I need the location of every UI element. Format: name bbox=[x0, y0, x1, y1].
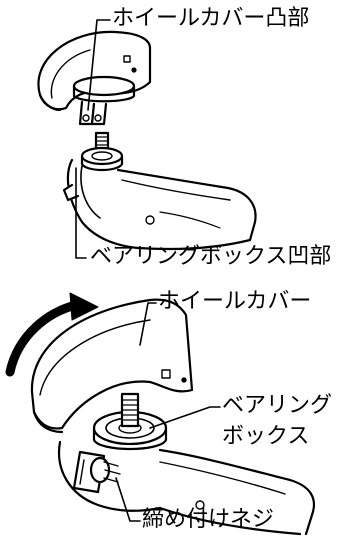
leader-wheel-cover bbox=[139, 302, 157, 346]
top-wheel-cover bbox=[37, 30, 152, 112]
label-wheel-cover: ホイールカバー bbox=[158, 289, 312, 314]
top-grinder-body bbox=[62, 158, 257, 251]
leader-clamp-screw bbox=[115, 477, 141, 522]
leader-wheel-cover-protrusion bbox=[87, 19, 111, 111]
label-bearing-box-line2: ボックス bbox=[222, 424, 310, 449]
bottom-wheel-cover bbox=[30, 298, 194, 434]
label-wheel-cover-protrusion: ホイールカバー凸部 bbox=[112, 6, 310, 31]
label-bearing-box-line1: ベアリング bbox=[222, 393, 333, 418]
label-clamp-screw: 締め付けネジ bbox=[142, 507, 275, 532]
top-spindle bbox=[80, 131, 124, 172]
clamp-screw-part bbox=[72, 450, 121, 494]
leader-bearing-box bbox=[149, 406, 221, 429]
bottom-bearing-box bbox=[92, 392, 168, 451]
label-bearing-box-recess: ベアリングボックス凹部 bbox=[90, 244, 332, 269]
bottom-grinder-body bbox=[57, 440, 316, 536]
leader-lines bbox=[75, 19, 221, 522]
top-protrusion-tabs bbox=[78, 100, 108, 126]
rotation-arrow bbox=[5, 292, 99, 377]
leader-bearing-box-recess bbox=[75, 167, 87, 259]
